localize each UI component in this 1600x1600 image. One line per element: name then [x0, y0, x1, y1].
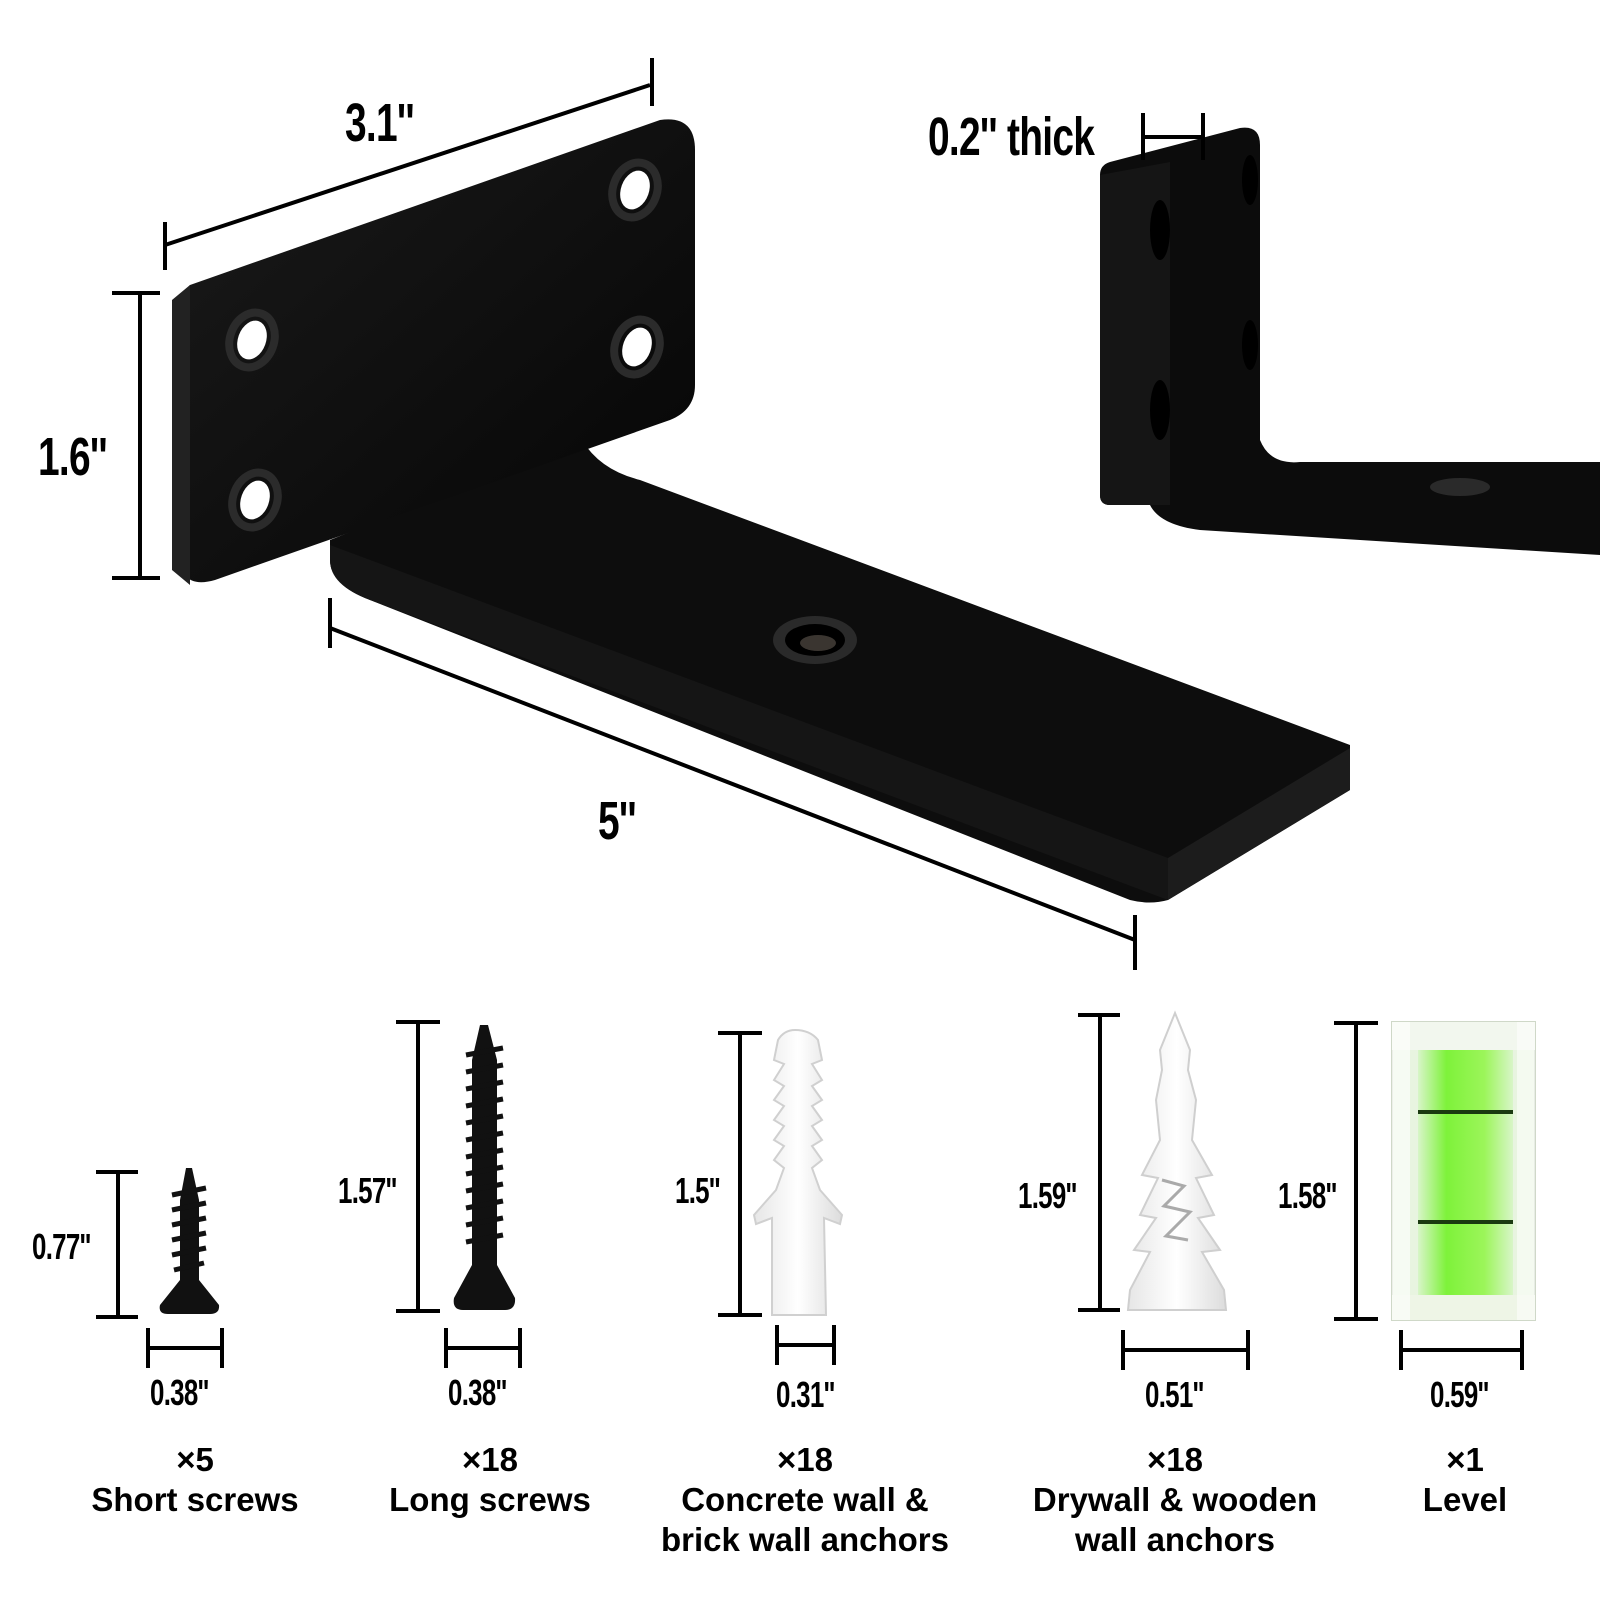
short-screw-height-label: 0.77''	[32, 1226, 91, 1267]
short-screw-width-label: 0.38''	[150, 1372, 209, 1413]
concrete-anchor-width-label: 0.31''	[776, 1374, 835, 1415]
bracket-width-label: 3.1''	[345, 93, 415, 153]
caption-qty: ×1	[1446, 1441, 1484, 1478]
level-width-label: 0.59''	[1430, 1374, 1489, 1415]
caption-qty: ×5	[176, 1441, 214, 1478]
bracket-side-icon	[1100, 127, 1600, 555]
caption-drywall-anchors: ×18 Drywall & wooden wall anchors	[1010, 1440, 1340, 1560]
caption-name: Level	[1422, 1481, 1508, 1518]
bracket-thickness-label: 0.2'' thick	[928, 107, 1095, 167]
caption-qty: ×18	[777, 1441, 833, 1478]
bracket-height-label: 1.6''	[38, 427, 108, 487]
dimension-lines	[96, 58, 1524, 1370]
long-screw-width-label: 0.38''	[448, 1372, 507, 1413]
caption-name: Long screws	[389, 1481, 591, 1518]
drywall-anchor-width-label: 0.51''	[1145, 1374, 1204, 1415]
concrete-anchor-icon	[752, 1028, 844, 1316]
caption-name: wall anchors	[1075, 1521, 1275, 1558]
caption-name: Short screws	[91, 1481, 299, 1518]
drywall-anchor-icon	[1126, 1010, 1228, 1311]
caption-qty: ×18	[462, 1441, 518, 1478]
caption-long-screws: ×18 Long screws	[355, 1440, 625, 1520]
short-screw-icon	[159, 1168, 220, 1314]
caption-short-screws: ×5 Short screws	[60, 1440, 330, 1520]
drywall-anchor-height-label: 1.59''	[1018, 1175, 1077, 1216]
bracket-main-icon	[172, 119, 1350, 903]
long-screw-icon	[453, 1025, 516, 1310]
level-height-label: 1.58''	[1278, 1175, 1337, 1216]
caption-name: Concrete wall &	[681, 1481, 929, 1518]
caption-name: Drywall & wooden	[1032, 1481, 1318, 1518]
bubble-level-icon	[1391, 1021, 1536, 1321]
caption-concrete-anchors: ×18 Concrete wall & brick wall anchors	[640, 1440, 970, 1560]
long-screw-height-label: 1.57''	[338, 1170, 397, 1211]
concrete-anchor-height-label: 1.5''	[675, 1170, 720, 1211]
caption-name: brick wall anchors	[661, 1521, 949, 1558]
bracket-length-label: 5''	[598, 791, 637, 851]
caption-qty: ×18	[1147, 1441, 1203, 1478]
caption-level: ×1 Level	[1375, 1440, 1555, 1520]
